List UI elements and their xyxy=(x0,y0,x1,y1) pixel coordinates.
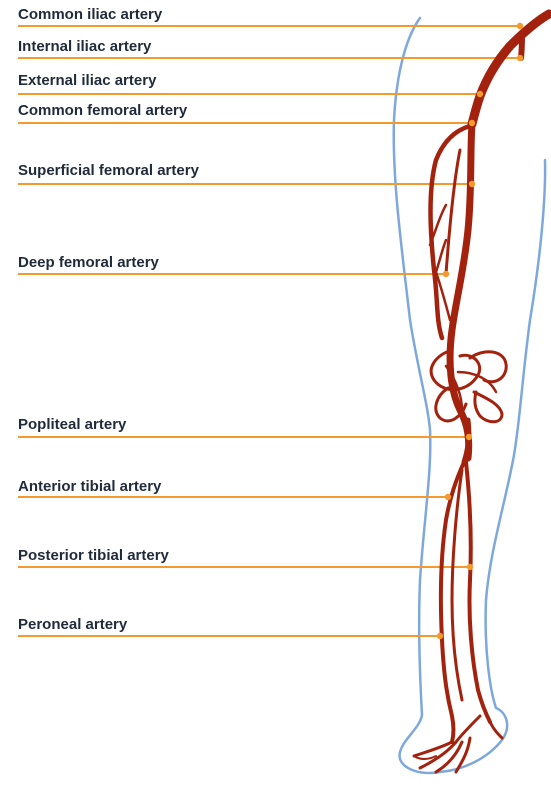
deep-femoral-branch xyxy=(446,150,460,274)
peroneal xyxy=(452,470,462,700)
label-common-femoral-artery: Common femoral artery xyxy=(18,102,187,120)
label-common-iliac-artery: Common iliac artery xyxy=(18,6,162,24)
artery-tree xyxy=(414,14,549,772)
label-posterior-tibial-artery: Posterior tibial artery xyxy=(18,547,169,565)
label-superficial-femoral-artery: Superficial femoral artery xyxy=(18,162,199,180)
label-external-iliac-artery: External iliac artery xyxy=(18,72,156,90)
label-internal-iliac-artery: Internal iliac artery xyxy=(18,38,151,56)
label-peroneal-artery: Peroneal artery xyxy=(18,616,127,634)
label-anterior-tibial-artery: Anterior tibial artery xyxy=(18,478,161,496)
common-external-iliac xyxy=(472,14,549,124)
internal-iliac xyxy=(521,34,522,58)
label-deep-femoral-artery: Deep femoral artery xyxy=(18,254,159,272)
label-popliteal-artery: Popliteal artery xyxy=(18,416,126,434)
